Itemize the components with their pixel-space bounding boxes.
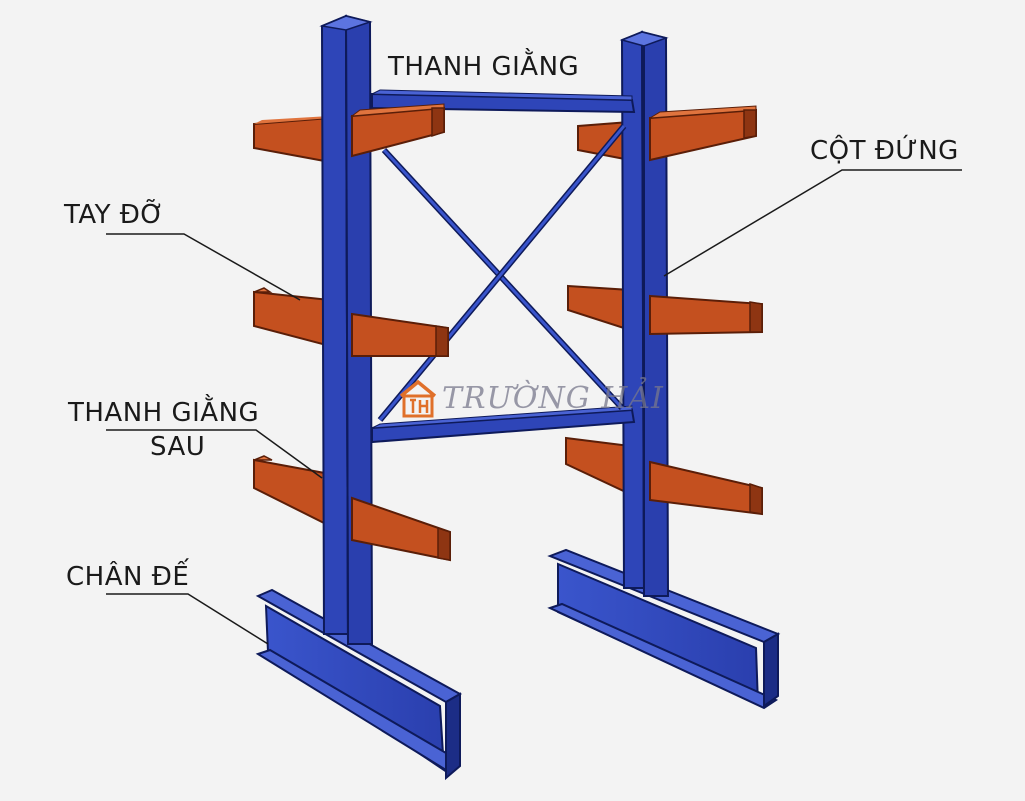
- base-label: CHÂN ĐẾ: [66, 562, 190, 592]
- arm-label: TAY ĐỠ: [64, 200, 165, 230]
- left-upright-column: [319, 14, 374, 645]
- right-front-arms: [649, 105, 763, 516]
- watermark-text: TRƯỜNG HẢI: [442, 381, 664, 416]
- left-base-beam: [255, 588, 463, 781]
- left-front-arms: [350, 103, 451, 562]
- rear-bracing-label-line1: THANH GIẰNG: [68, 398, 260, 428]
- house-th-logo-icon: [399, 379, 437, 418]
- bracing-label: THANH GIẰNG: [388, 52, 580, 82]
- lower-bracing-bar: [371, 405, 636, 444]
- rear-bracing-label-line2: SAU: [150, 432, 206, 462]
- callout-leader-lines: [106, 169, 962, 645]
- arm-leader-line: [106, 233, 301, 301]
- watermark: TRƯỜNG HẢI: [398, 378, 663, 420]
- right-back-arms: [565, 120, 631, 496]
- upright-leader-line: [663, 169, 962, 277]
- rear-cross-bracing: [377, 124, 627, 422]
- base-leader-line: [106, 593, 269, 645]
- upright-label: CỘT ĐỨNG: [810, 136, 959, 166]
- rear-bracing-leader-line: [106, 429, 323, 479]
- left-back-arms: [253, 116, 331, 528]
